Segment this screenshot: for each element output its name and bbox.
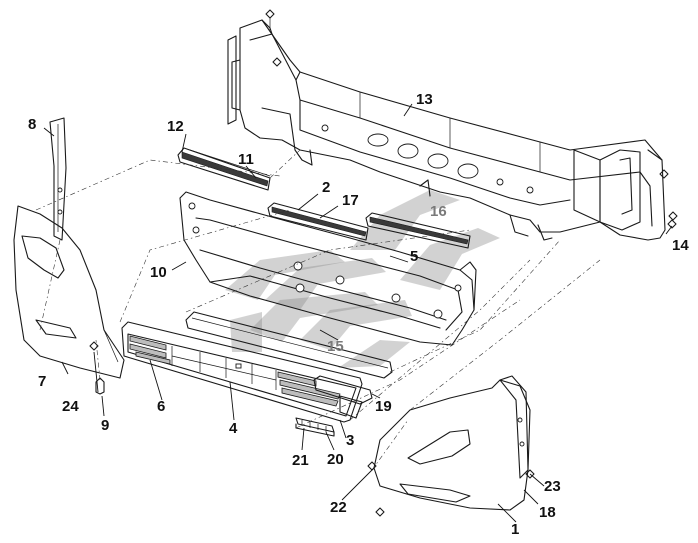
- callout-10: 10: [150, 264, 167, 281]
- callout-14: 14: [672, 237, 689, 254]
- callout-21: 21: [292, 452, 309, 469]
- end-piece-19: [313, 375, 373, 419]
- corner-cover-7: [13, 205, 125, 379]
- corner-cover-1: [373, 379, 531, 511]
- callout-24: 24: [62, 398, 79, 415]
- callout-3: 3: [346, 432, 355, 449]
- callout-18: 18: [539, 504, 556, 521]
- bracket-8: [49, 117, 67, 241]
- fastener-24-9: [89, 341, 105, 395]
- assembly-lines: [35, 149, 601, 471]
- bracket-18: [499, 375, 529, 479]
- bracket-20-21: [295, 417, 335, 437]
- callout-2: 2: [322, 179, 331, 196]
- callout-5: 5: [410, 248, 419, 265]
- callout-8: 8: [28, 116, 37, 133]
- callout-4: 4: [229, 420, 238, 437]
- callout-7: 7: [38, 373, 47, 390]
- grille-4: [121, 321, 363, 423]
- callout-22: 22: [330, 499, 347, 516]
- callout-20: 20: [327, 451, 344, 468]
- callout-23: 23: [544, 478, 561, 495]
- callout-9: 9: [101, 417, 110, 434]
- leader-lines: [43, 103, 673, 523]
- callout-13: 13: [416, 91, 433, 108]
- callout-15: 15: [327, 338, 344, 355]
- trim-strip-17: [267, 202, 369, 241]
- callout-12: 12: [167, 118, 184, 135]
- watermark-logo: [225, 190, 500, 368]
- callout-1: 1: [511, 521, 520, 538]
- trim-strip-11: [177, 147, 271, 191]
- lower-bar-15: [185, 311, 393, 379]
- frame-screws: [265, 9, 678, 221]
- callout-16: 16: [430, 203, 447, 220]
- callout-19: 19: [375, 398, 392, 415]
- callout-17: 17: [342, 192, 359, 209]
- callout-11: 11: [238, 151, 254, 168]
- frame-13: [227, 19, 666, 241]
- trim-strip-16: [365, 212, 471, 249]
- callout-6: 6: [157, 398, 166, 415]
